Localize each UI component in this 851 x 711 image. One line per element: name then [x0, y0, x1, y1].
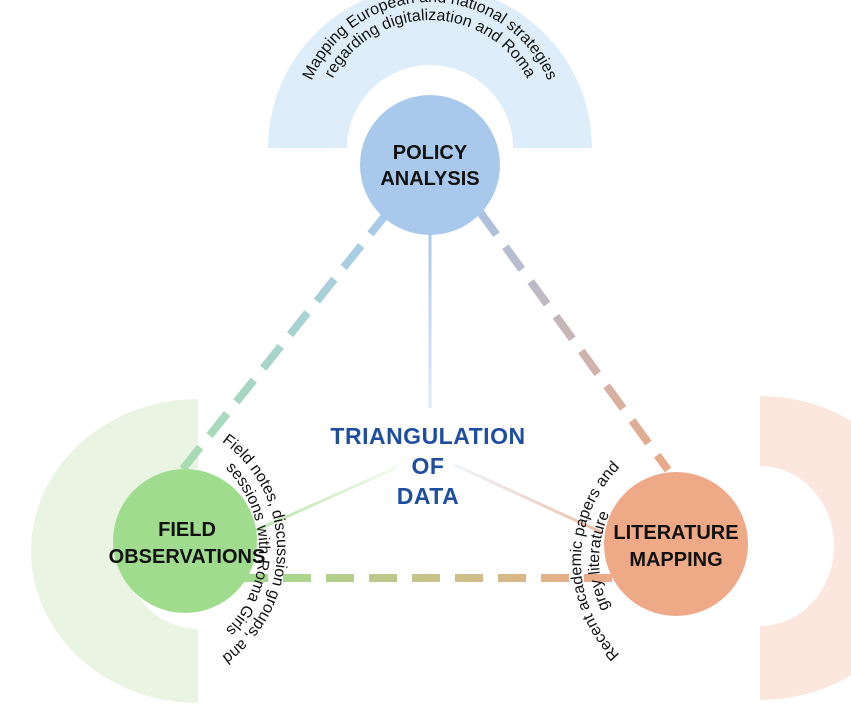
center-label: TRIANGULATION OF DATA [330, 423, 525, 509]
literature-title-line-2: MAPPING [629, 549, 722, 571]
spoke-literature [454, 463, 604, 535]
center-line-2: OF [412, 453, 445, 479]
literature-mapping-node: LITERATURE MAPPING [604, 472, 748, 616]
policy-analysis-node: POLICY ANALYSIS [360, 95, 500, 235]
spoke-field [249, 465, 399, 535]
policy-caption-band [268, 0, 592, 148]
policy-title-line-2: ANALYSIS [380, 168, 479, 190]
edge-policy-literature [476, 209, 672, 473]
center-line-3: DATA [397, 483, 459, 509]
center-line-1: TRIANGULATION [330, 423, 525, 449]
field-title-line-2: OBSERVATIONS [109, 546, 266, 568]
field-observations-node: FIELD OBSERVATIONS [109, 469, 266, 613]
policy-title-line-1: POLICY [393, 142, 468, 164]
field-title-line-1: FIELD [158, 519, 216, 541]
edge-policy-field [178, 209, 392, 473]
literature-title-line-1: LITERATURE [613, 522, 738, 544]
literature-caption-band [760, 396, 851, 700]
